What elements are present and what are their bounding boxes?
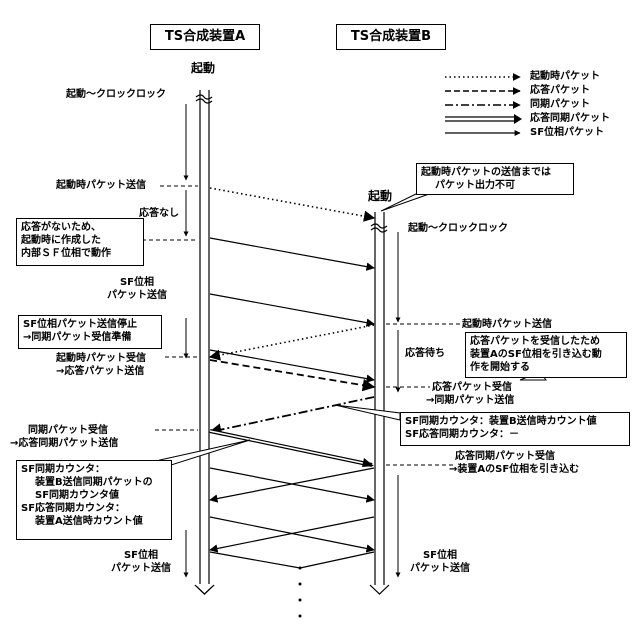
note-line: SF同期カウンタ：装置B送信時カウント値 [405, 415, 625, 428]
legend-lines [445, 77, 522, 133]
note-line: 作を開始する [470, 361, 622, 374]
note-line: SF応答同期カウンタ： [21, 502, 167, 515]
text-line: →応答パケット送信 [56, 365, 146, 378]
text-line: →応答同期パケット送信 [10, 437, 118, 450]
text-line: 同期パケット受信 [10, 424, 118, 437]
note-line: 装置B送信同期パケットの [21, 476, 167, 489]
note-line: 応答パケットを受信したため [470, 335, 622, 348]
b-response-recv-label: 応答パケット受信 →同期パケット送信 [432, 381, 514, 407]
b-clock-lock-label: 起動～クロックロック [408, 222, 508, 235]
b-counters-note: SF同期カウンタ：装置B送信時カウント値 SF応答同期カウンタ：－ [400, 412, 630, 446]
text-line: →装置AのSF位相を引き込む [449, 463, 579, 476]
b-sf-phase-send-end-label: SF位相 パケット送信 [410, 549, 470, 575]
legend-label-sync: 同期パケット [530, 98, 590, 111]
note-line: SF同期カウンタ値 [21, 489, 167, 502]
a-sf-phase-send-end-label: SF位相 パケット送信 [111, 549, 171, 575]
text-line: 起動時パケット受信 [56, 352, 146, 365]
response-sync-packet-a-to-b [210, 431, 374, 467]
text-line: →同期パケット送信 [426, 394, 514, 407]
text-line: パケット送信 [107, 289, 167, 302]
device-b-startup-label: 起動 [368, 190, 392, 203]
note-line: →同期パケット受信準備 [23, 331, 157, 344]
legend-label-response: 応答パケット [530, 84, 590, 97]
a-no-response-note: 応答がないため、 起動時に作成した 内部ＳＦ位相で動作 [16, 218, 144, 266]
note-line: 装置AのSF位相を引き込む動 [470, 348, 622, 361]
note-line: SF応答同期カウンタ：－ [405, 428, 625, 441]
b-resp-sync-recv-label: 応答同期パケット受信 →装置AのSF位相を引き込む [455, 450, 579, 476]
legend-label-sf-phase: SF位相パケット [530, 126, 604, 139]
text-line: SF位相 [410, 549, 470, 562]
note-line: 起動時パケットの送信までは [421, 166, 569, 179]
b-startup-send-label: 起動時パケット送信 [462, 318, 552, 331]
note-line: SF同期カウンタ： [21, 463, 167, 476]
sf-phase-packets-a-to-b [210, 238, 374, 380]
legend-label-response-sync: 応答同期パケット [530, 112, 610, 125]
note-line: 応答がないため、 [21, 221, 139, 234]
a-clock-lock-label: 起動～クロックロック [66, 88, 166, 101]
b-no-output-note: 起動時パケットの送信までは パケット出力不可 [416, 163, 574, 195]
b-waiting-label: 応答待ち [405, 347, 445, 360]
response-packet-a-to-b [210, 360, 374, 387]
sf-phase-crossing [210, 468, 374, 568]
text-line: 応答パケット受信 [432, 381, 514, 394]
text-line: SF位相 [107, 276, 167, 289]
note-line: 起動時に作成した [21, 234, 139, 247]
a-startup-recv-label: 起動時パケット受信 →応答パケット送信 [56, 352, 146, 378]
startup-packet-b-to-a [210, 325, 374, 357]
text-line: パケット送信 [111, 562, 171, 575]
startup-packet-a-to-b [210, 188, 374, 218]
text-line: 応答同期パケット受信 [455, 450, 579, 463]
lifeline-a [195, 90, 214, 594]
note-line: パケット出力不可 [421, 179, 569, 192]
legend-label-startup: 起動時パケット [530, 70, 600, 83]
sync-packet-b-to-a [210, 397, 374, 432]
text-line: パケット送信 [410, 562, 470, 575]
note-line: SF位相パケット送信停止 [23, 318, 157, 331]
continuation-dots [299, 567, 302, 618]
note-line: 装置A送信時カウント値 [21, 515, 167, 528]
a-startup-send-label: 起動時パケット送信 [56, 179, 146, 192]
lifeline-b [370, 212, 389, 594]
note-line: 内部ＳＦ位相で動作 [21, 247, 139, 260]
text-line: SF位相 [111, 549, 171, 562]
a-stop-sf-note: SF位相パケット送信停止 →同期パケット受信準備 [18, 315, 162, 349]
a-sync-recv-label: 同期パケット受信 →応答同期パケット送信 [10, 424, 118, 450]
b-pull-in-note: 応答パケットを受信したため 装置AのSF位相を引き込む動 作を開始する [465, 332, 627, 378]
a-counters-note: SF同期カウンタ： 装置B送信同期パケットの SF同期カウンタ値 SF応答同期カ… [16, 460, 172, 540]
a-sf-phase-send-label: SF位相 パケット送信 [107, 276, 167, 302]
device-a-startup-label: 起動 [191, 62, 215, 75]
a-no-response-label: 応答なし [139, 207, 179, 220]
